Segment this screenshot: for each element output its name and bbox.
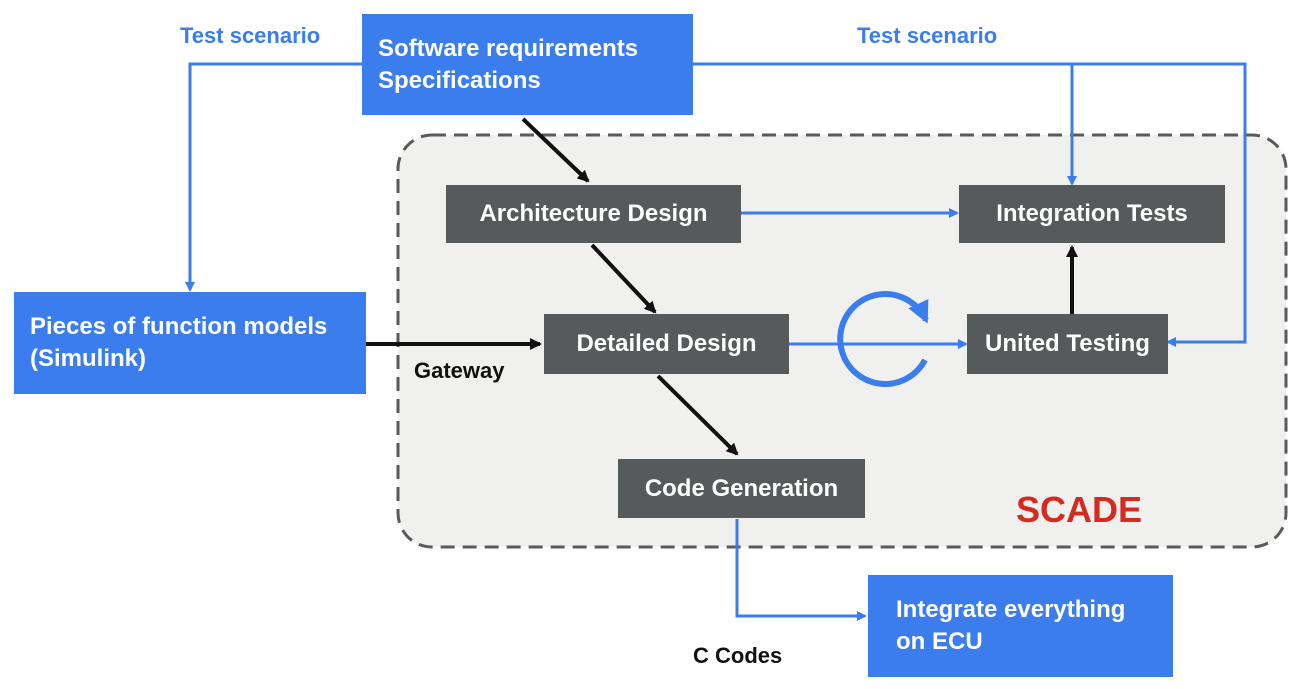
code-generation-box: Code Generation	[618, 459, 865, 518]
c-codes-label: C Codes	[693, 643, 783, 668]
gateway-label: Gateway	[414, 358, 505, 383]
requirements-to-architecture-arrow	[521, 117, 590, 183]
ecu-box: Integrate everything on ECU	[868, 575, 1173, 677]
ecu-line1: Integrate everything	[896, 596, 1126, 623]
detailed-design-box: Detailed Design	[544, 314, 789, 374]
architecture-design-box: Architecture Design	[446, 185, 741, 243]
architecture-design-label: Architecture Design	[479, 200, 708, 227]
requirements-box: Software requirements Specifications	[362, 14, 693, 115]
test-scenario-left-arrow	[185, 62, 362, 292]
scade-label: SCADE	[1016, 489, 1143, 530]
requirements-line2: Specifications	[378, 66, 541, 94]
test-scenario-right-line	[693, 62, 1247, 347]
test-scenario-left-label: Test scenario	[180, 23, 321, 48]
integration-tests-box: Integration Tests	[959, 185, 1225, 243]
code-generation-label: Code Generation	[644, 474, 839, 502]
function-models-line2: (Simulink)	[30, 345, 147, 372]
ecu-line2: on ECU	[896, 628, 983, 655]
integration-tests-label: Integration Tests	[996, 200, 1188, 227]
function-models-box: Pieces of function models (Simulink)	[14, 292, 366, 394]
united-testing-label: United Testing	[985, 330, 1150, 357]
architecture-to-detailed-arrow	[590, 243, 657, 314]
function-models-line1: Pieces of function models	[30, 313, 328, 340]
detailed-to-code-arrow	[656, 374, 739, 456]
requirements-line1: Software requirements	[378, 34, 639, 62]
test-scenario-right-label: Test scenario	[857, 23, 998, 48]
detailed-design-label: Detailed Design	[576, 330, 757, 357]
c-codes-arrow	[735, 519, 867, 621]
united-testing-box: United Testing	[967, 314, 1168, 374]
cycle-arrow-icon	[837, 291, 929, 387]
